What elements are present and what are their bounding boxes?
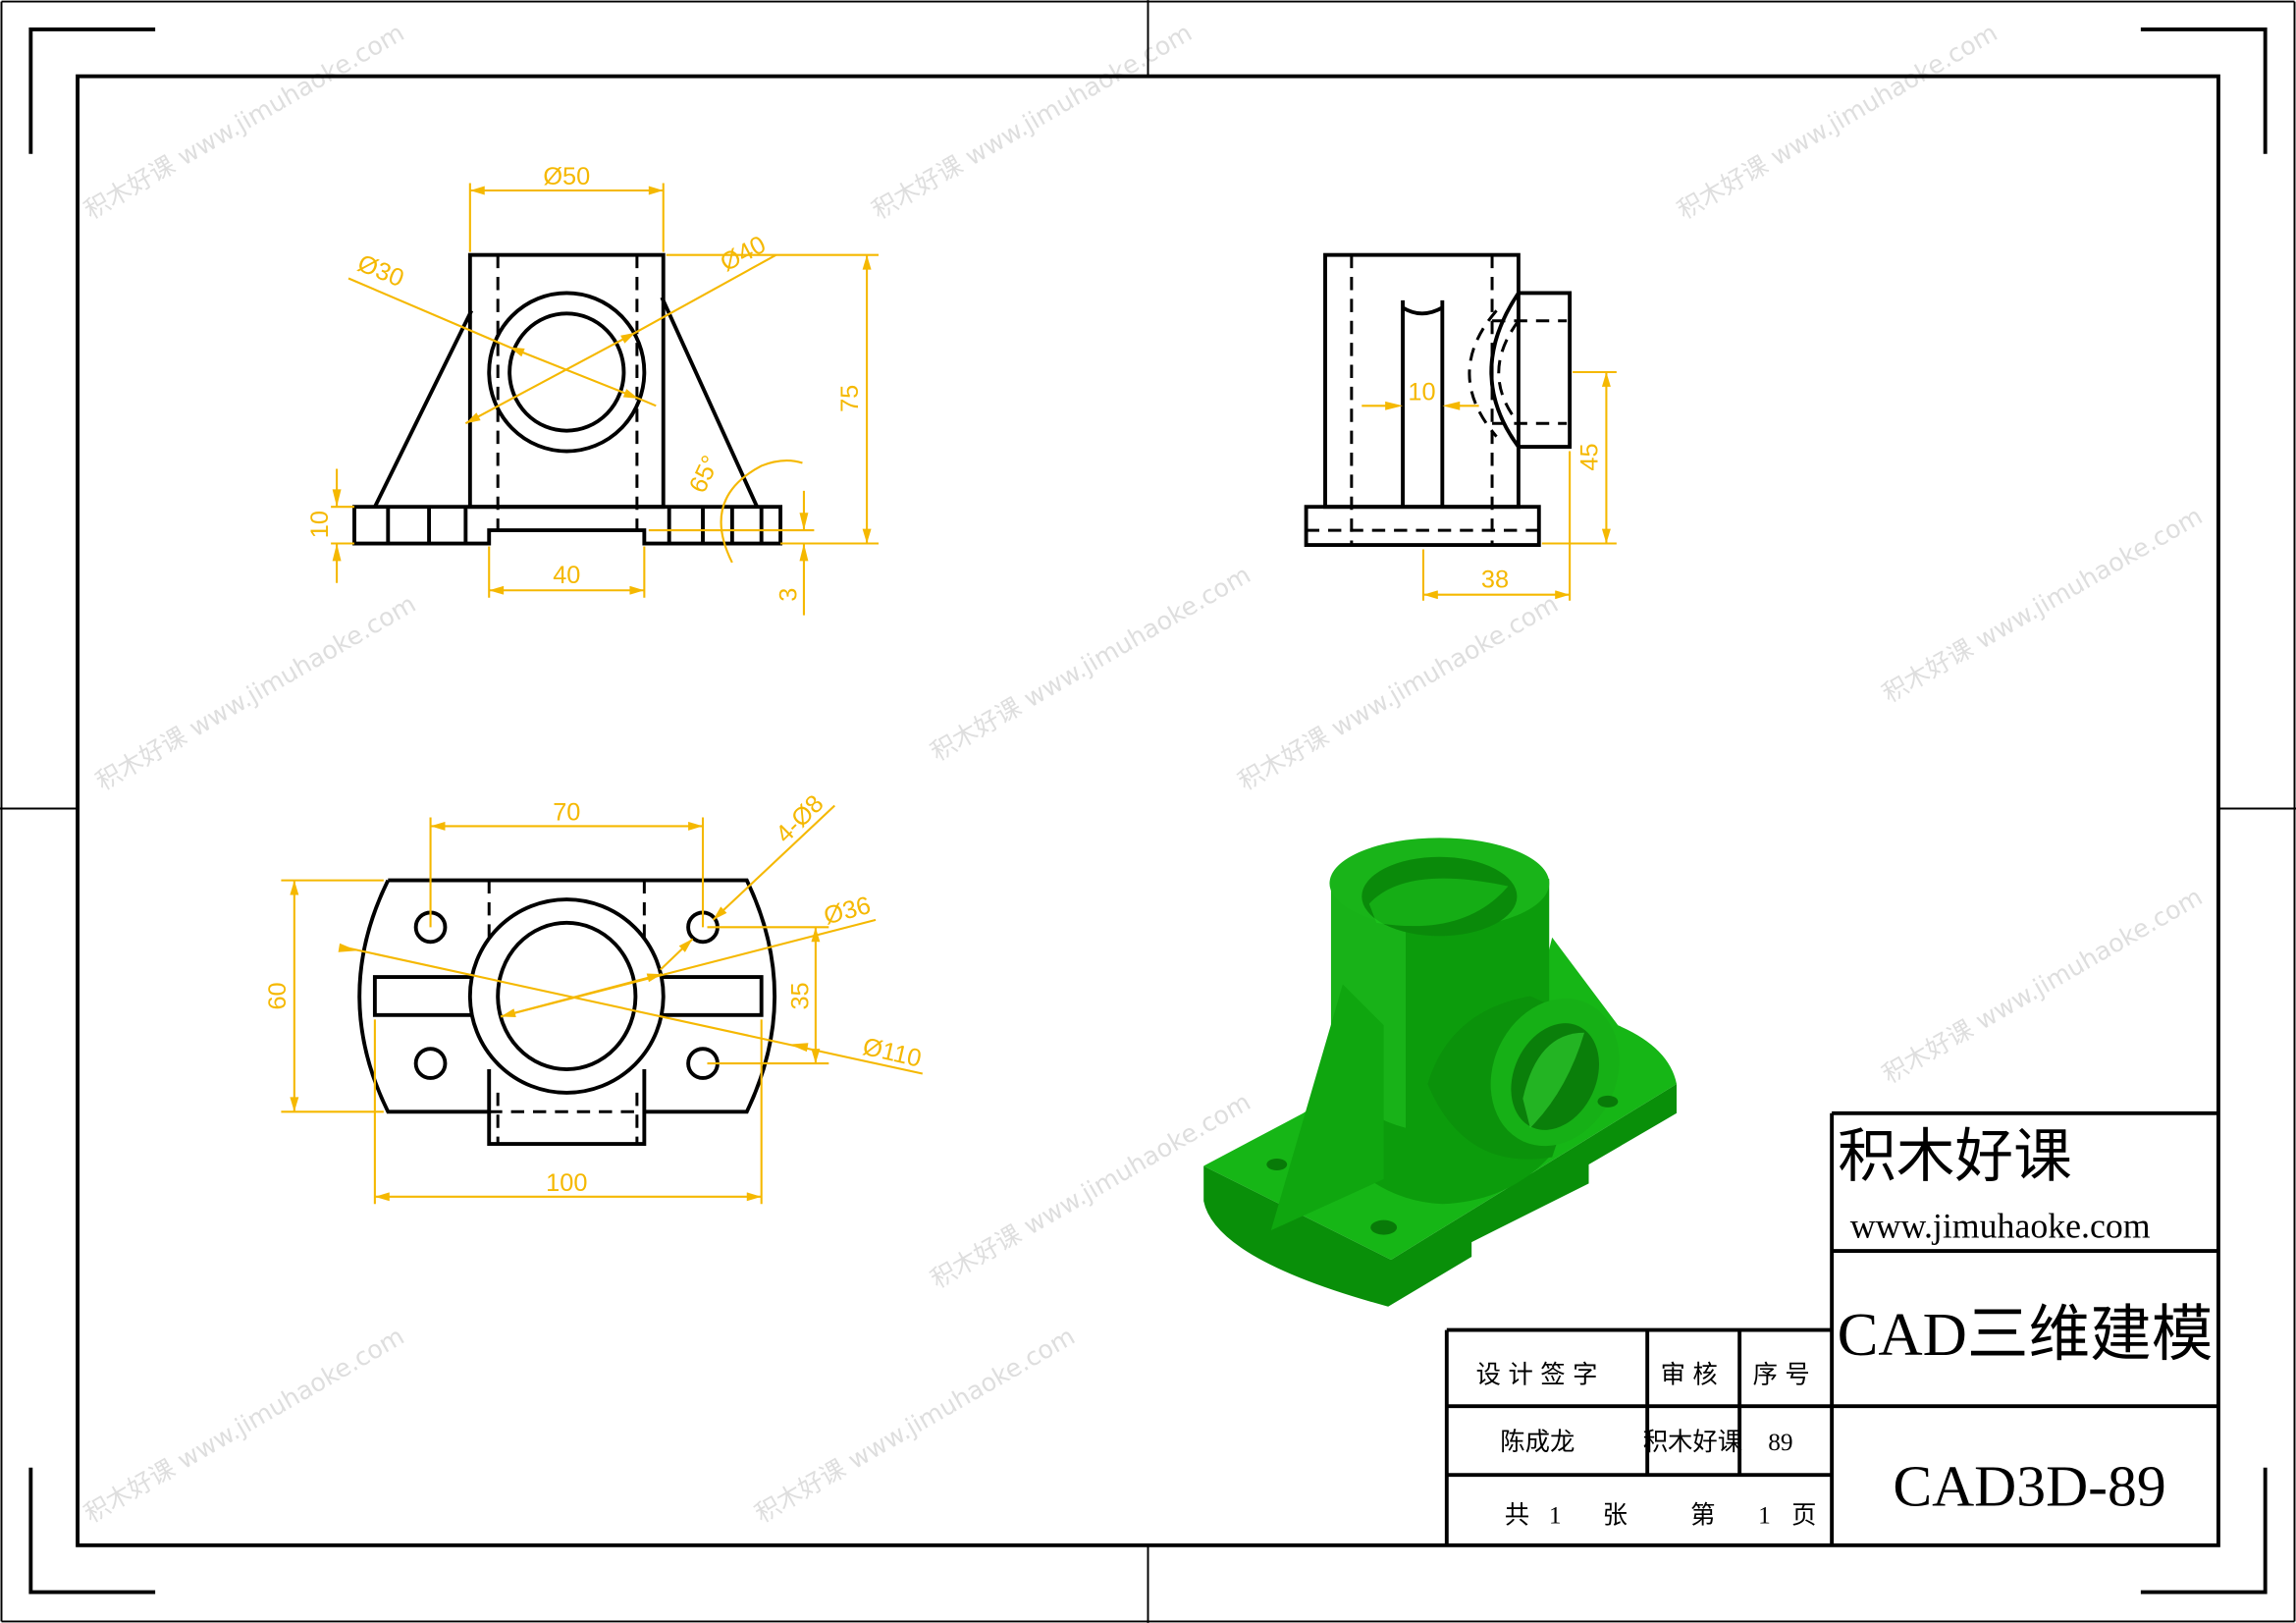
page-number: 1 <box>1758 1501 1771 1529</box>
header-serial: 序号 <box>1753 1361 1818 1388</box>
header-designer: 设计签字 <box>1476 1361 1605 1388</box>
dim-recess-width: 40 <box>553 562 580 589</box>
title-block: 积木好课 www.jimuhaoke.com CAD三维建模 CAD3D-89 … <box>1444 1110 2218 1545</box>
dim-recess-depth: 3 <box>774 588 802 602</box>
watermark-text: 积木好课 www.jimuhaoke.com <box>750 1321 1080 1528</box>
reviewer-value: 积木好课 <box>1643 1429 1742 1456</box>
dim-arc-diameter: Ø110 <box>860 1033 924 1073</box>
page-unit: 页 <box>1791 1501 1816 1529</box>
dim-web-thickness: 10 <box>1408 378 1435 406</box>
dim-inner-diameter: Ø30 <box>353 249 407 293</box>
sheet-unit: 张 <box>1603 1501 1628 1529</box>
header-reviewer: 审核 <box>1661 1361 1726 1388</box>
dim-length: 100 <box>546 1169 587 1197</box>
company-website: www.jimuhaoke.com <box>1850 1207 2151 1246</box>
watermark-text: 积木好课 www.jimuhaoke.com <box>1877 882 2207 1089</box>
dim-base-thickness: 10 <box>306 511 334 538</box>
dim-bore-diameter: Ø40 <box>716 231 770 277</box>
3d-model-render <box>1203 838 1678 1307</box>
dim-boss-height: 45 <box>1575 443 1603 470</box>
dim-rib-angle: 65° <box>684 452 725 498</box>
top-view: 70 60 100 35 4-Ø8 Ø36 Ø110 <box>264 789 924 1205</box>
watermark-text: 积木好课 www.jimuhaoke.com <box>90 588 420 795</box>
page-label: 第 <box>1690 1501 1715 1529</box>
watermark-text: 积木好课 www.jimuhaoke.com <box>1672 18 2002 225</box>
company-name: 积木好课 <box>1838 1124 2072 1189</box>
dim-hole-spacing-y: 35 <box>786 982 814 1009</box>
dim-hole-spacing-x: 70 <box>553 798 580 826</box>
sheet-total: 1 <box>1549 1501 1562 1529</box>
dim-boss-offset: 38 <box>1481 566 1509 593</box>
watermark-text: 积木好课 www.jimuhaoke.com <box>1877 501 2207 708</box>
drawing-title: CAD三维建模 <box>1838 1300 2214 1369</box>
dim-top-diameter: Ø50 <box>543 163 590 190</box>
side-view: 10 45 38 <box>1304 252 1617 601</box>
dim-boss-diameter: Ø36 <box>821 892 874 930</box>
watermark-text: 积木好课 www.jimuhaoke.com <box>1233 588 1563 795</box>
designer-value: 陈成龙 <box>1500 1429 1575 1456</box>
dim-height: 75 <box>836 385 864 412</box>
front-view: Ø50 Ø40 Ø30 75 40 10 3 65° <box>306 163 880 616</box>
drawing-number: CAD3D-89 <box>1893 1454 2165 1519</box>
watermark-text: 积木好课 www.jimuhaoke.com <box>79 1321 408 1528</box>
sheet-total-label: 共 <box>1505 1501 1529 1529</box>
serial-value: 89 <box>1768 1429 1792 1456</box>
watermark-text: 积木好课 www.jimuhaoke.com <box>79 18 408 225</box>
watermark-text: 积木好课 www.jimuhaoke.com <box>926 560 1255 767</box>
dim-width: 60 <box>264 982 292 1009</box>
